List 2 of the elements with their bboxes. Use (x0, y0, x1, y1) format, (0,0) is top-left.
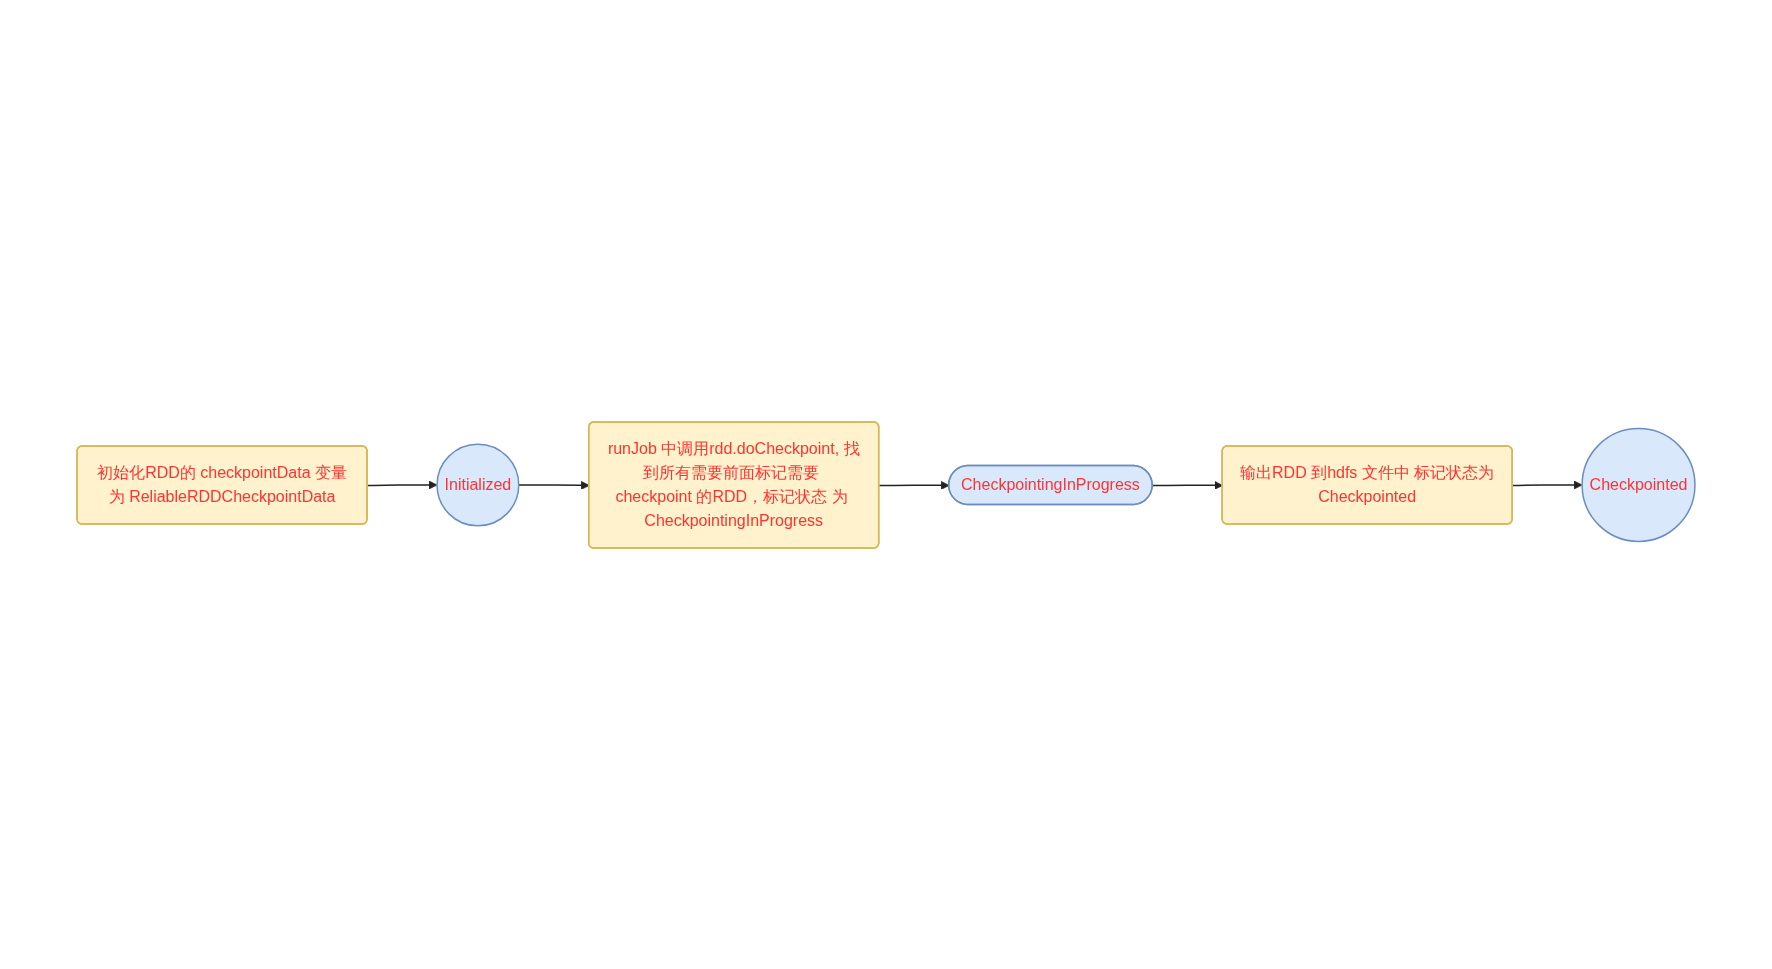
node-circle: Initialized (436, 442, 520, 527)
node-circle: Checkpointed (1581, 427, 1696, 542)
